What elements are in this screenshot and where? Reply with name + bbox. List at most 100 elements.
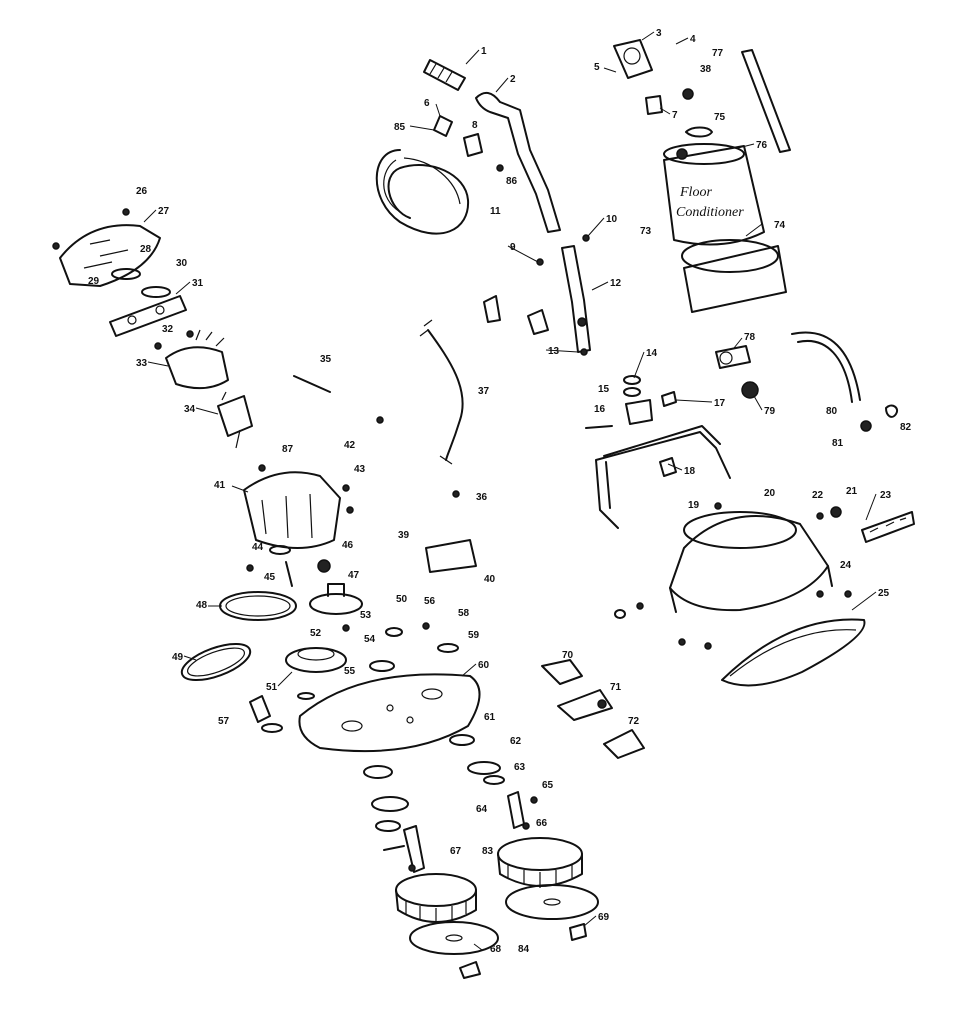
handle-cable (419, 319, 464, 465)
wiring-leads (293, 375, 477, 573)
callout-13: 13 (548, 346, 560, 357)
callout-85: 85 (394, 122, 406, 133)
callout-40: 40 (484, 574, 496, 585)
callout-66: 66 (536, 818, 548, 829)
tank-label-line2: Conditioner (676, 205, 744, 220)
base-shroud (669, 502, 833, 613)
callout-65: 65 (542, 780, 554, 791)
callout-71: 71 (610, 682, 622, 693)
callout-70: 70 (562, 650, 574, 661)
motor-armature (217, 391, 253, 449)
callout-74: 74 (774, 220, 786, 231)
callout-43: 43 (354, 464, 366, 475)
callout-23: 23 (880, 490, 892, 501)
callout-5: 5 (594, 62, 600, 73)
callout-labels: 1 2 3 4 5 6 7 8 9 10 11 12 13 14 15 16 1… (88, 28, 912, 955)
callout-49: 49 (172, 652, 184, 663)
callout-30: 30 (176, 258, 188, 269)
callout-6: 6 (424, 98, 430, 109)
callout-59: 59 (468, 630, 480, 641)
small-hardware-center (483, 164, 590, 356)
motor-gaskets (109, 268, 187, 337)
handle-grip (423, 59, 466, 91)
base-plate (298, 673, 481, 753)
callout-32: 32 (162, 324, 174, 335)
callout-54: 54 (364, 634, 376, 645)
tank-cap-assembly (613, 39, 713, 138)
callout-10: 10 (606, 214, 618, 225)
callout-37: 37 (478, 386, 490, 397)
callout-31: 31 (192, 278, 204, 289)
callout-29: 29 (88, 276, 100, 287)
callout-72: 72 (628, 716, 640, 727)
callout-3: 3 (656, 28, 662, 39)
lower-handle-tube (561, 245, 591, 353)
callout-15: 15 (598, 384, 610, 395)
callout-44: 44 (252, 542, 264, 553)
callout-73: 73 (640, 226, 652, 237)
valve-parts (715, 331, 898, 432)
callout-53: 53 (360, 610, 372, 621)
callout-9: 9 (510, 242, 516, 253)
pulley-lower (285, 647, 347, 673)
callout-34: 34 (184, 404, 196, 415)
brush-right (497, 837, 583, 888)
callout-11: 11 (490, 206, 501, 217)
callout-60: 60 (478, 660, 490, 671)
callout-69: 69 (598, 912, 610, 923)
callout-16: 16 (594, 404, 606, 415)
callout-28: 28 (140, 244, 152, 255)
callout-81: 81 (832, 438, 844, 449)
callout-18: 18 (684, 466, 696, 477)
callout-84: 84 (518, 944, 530, 955)
shroud-hardware (614, 506, 915, 650)
callout-67: 67 (450, 846, 462, 857)
callout-75: 75 (714, 112, 726, 123)
drive-belt-upper (219, 591, 297, 621)
yoke-hardware (585, 375, 677, 429)
motor-housing (243, 464, 354, 549)
leader-lines (143, 31, 877, 951)
callout-48: 48 (196, 600, 208, 611)
callout-17: 17 (714, 398, 726, 409)
pad-right (505, 884, 599, 920)
switch-bracket (433, 115, 483, 157)
callout-21: 21 (846, 486, 858, 497)
brush-left (395, 873, 477, 924)
callout-55: 55 (344, 666, 356, 677)
shroud-bumper (721, 618, 866, 687)
callout-68: 68 (490, 944, 502, 955)
tank-rod (741, 49, 791, 153)
callout-82: 82 (900, 422, 912, 433)
callout-33: 33 (136, 358, 148, 369)
callout-14: 14 (646, 348, 658, 359)
callout-76: 76 (756, 140, 768, 151)
callout-45: 45 (264, 572, 276, 583)
callout-87: 87 (282, 444, 294, 455)
callout-24: 24 (840, 560, 852, 571)
callout-36: 36 (476, 492, 488, 503)
callout-52: 52 (310, 628, 322, 639)
callout-61: 61 (484, 712, 496, 723)
callout-78: 78 (744, 332, 756, 343)
callout-8: 8 (472, 120, 478, 131)
callout-7: 7 (672, 110, 678, 121)
pad-retainers (459, 923, 587, 979)
wheel-bracket (541, 659, 645, 759)
callout-80: 80 (826, 406, 838, 417)
callout-46: 46 (342, 540, 354, 551)
pad-left (409, 921, 499, 955)
drive-belt-lower (180, 642, 252, 682)
floor-conditioner-tank (663, 143, 765, 246)
callout-51: 51 (266, 682, 278, 693)
handle-yoke (595, 425, 731, 529)
tank-label-line1: Floor (679, 185, 712, 200)
callout-25: 25 (878, 588, 890, 599)
tank-band (681, 239, 787, 313)
callout-83: 83 (482, 846, 494, 857)
callout-38: 38 (700, 64, 712, 75)
pulley-upper (309, 583, 363, 615)
power-cord-coil (375, 149, 470, 235)
motor-cover (52, 208, 161, 287)
